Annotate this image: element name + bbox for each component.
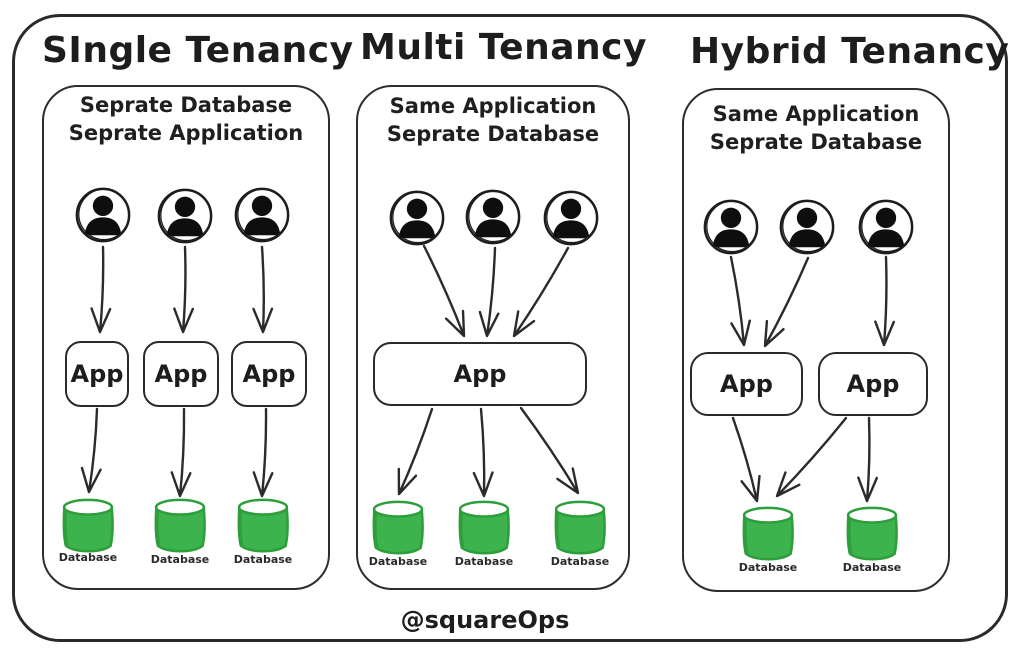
watermark: @squareOps: [400, 606, 570, 634]
database-icon: [553, 499, 607, 557]
app-label: App: [846, 370, 900, 398]
user-icon: [233, 186, 291, 244]
app-box: App: [231, 341, 307, 407]
user-icon: [464, 188, 522, 246]
single-tenancy-title: SIngle Tenancy: [42, 30, 354, 71]
database-label: Database: [738, 561, 798, 574]
single-tenancy-panel: [42, 85, 330, 590]
user-icon: [156, 187, 214, 245]
app-box: App: [818, 352, 928, 416]
database-label: Database: [150, 553, 210, 566]
app-box: App: [143, 341, 219, 407]
database-icon: [845, 505, 899, 563]
database-label: Database: [58, 551, 118, 564]
database-label: Database: [454, 555, 514, 568]
user-icon: [702, 198, 760, 256]
app-label: App: [70, 360, 124, 388]
database-label: Database: [842, 561, 902, 574]
database-icon: [153, 497, 207, 555]
hybrid-tenancy-panel: [682, 88, 950, 592]
user-icon: [778, 198, 836, 256]
database-icon: [457, 499, 511, 557]
database-label: Database: [550, 555, 610, 568]
user-icon: [74, 186, 132, 244]
database-icon: [61, 497, 115, 555]
multi-tenancy-panel: [356, 85, 630, 590]
user-icon: [857, 198, 915, 256]
database-label: Database: [368, 555, 428, 568]
app-label: App: [154, 360, 208, 388]
multi-subtitle-line1: Same Application: [389, 94, 597, 118]
multi-tenancy-title: Multi Tenancy: [360, 27, 647, 68]
user-icon: [542, 189, 600, 247]
app-label: App: [242, 360, 296, 388]
database-label: Database: [233, 553, 293, 566]
hybrid-tenancy-title: Hybrid Tenancy: [690, 31, 1010, 72]
database-icon: [371, 499, 425, 557]
database-icon: [236, 497, 290, 555]
app-box: App: [65, 341, 129, 407]
app-label: App: [453, 360, 507, 388]
app-box: App: [373, 342, 587, 406]
single-subtitle-line2: Seprate Application: [68, 121, 304, 145]
database-icon: [741, 505, 795, 563]
single-subtitle-line1: Seprate Database: [79, 93, 293, 117]
user-icon: [388, 189, 446, 247]
hybrid-subtitle-line2: Seprate Database: [709, 130, 923, 154]
outer-frame: [12, 14, 1008, 642]
multi-subtitle-line2: Seprate Database: [386, 122, 600, 146]
app-box: App: [690, 352, 803, 416]
hybrid-subtitle-line1: Same Application: [712, 102, 920, 126]
app-label: App: [720, 370, 773, 398]
